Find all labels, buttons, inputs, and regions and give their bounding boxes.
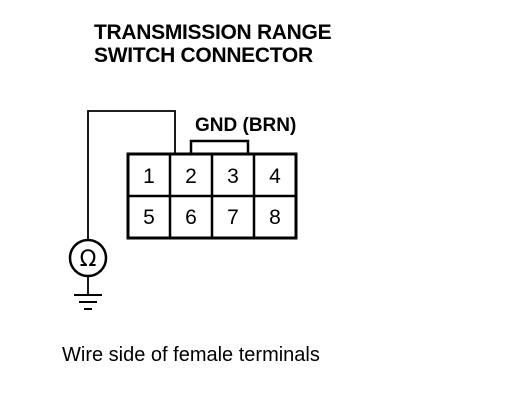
ohmmeter-icon: Ω — [68, 238, 108, 278]
terminal-6: 6 — [185, 206, 197, 229]
terminal-labels: 1 2 3 4 5 6 7 8 — [143, 165, 281, 229]
terminal-1: 1 — [143, 165, 155, 188]
terminal-8: 8 — [269, 206, 281, 229]
terminal-4: 4 — [269, 165, 281, 188]
probe-wire — [87, 110, 176, 240]
terminal-2: 2 — [185, 165, 197, 188]
connector-body — [126, 152, 298, 240]
gnd-label: GND (BRN) — [195, 115, 296, 136]
ohm-symbol: Ω — [80, 247, 97, 272]
connector-lock-tab — [189, 139, 250, 154]
terminal-3: 3 — [227, 165, 239, 188]
terminal-5: 5 — [143, 206, 155, 229]
diagram-title-line-2: SWITCH CONNECTOR — [94, 44, 313, 67]
terminal-7: 7 — [227, 206, 239, 229]
ground-symbol-icon — [74, 294, 102, 310]
diagram-caption: Wire side of female terminals — [62, 344, 320, 366]
diagram-title-line-1: TRANSMISSION RANGE — [94, 21, 332, 44]
